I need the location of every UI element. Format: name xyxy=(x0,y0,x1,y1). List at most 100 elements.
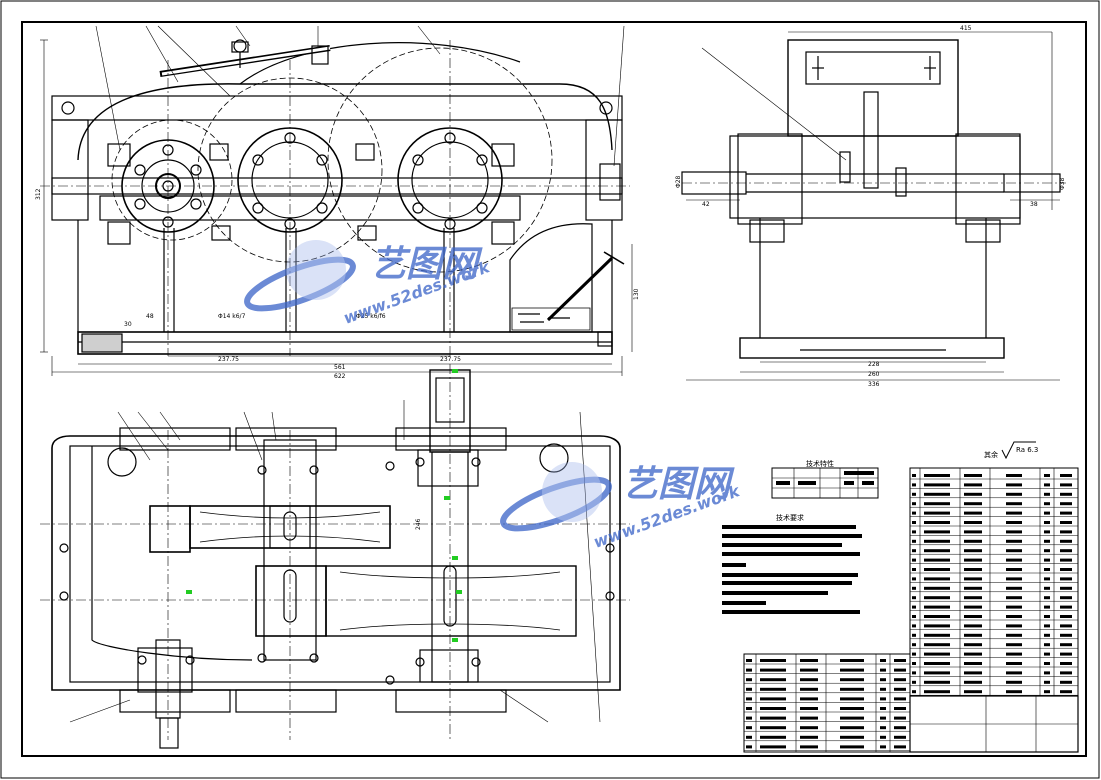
dim-center-distance-right: 237.75 xyxy=(440,356,461,363)
parts-row-bar xyxy=(800,659,818,662)
parts-row-bar xyxy=(1044,474,1050,477)
parts-row-bar xyxy=(894,745,906,749)
parts-row-bar xyxy=(924,652,950,656)
parts-row-bar xyxy=(1060,615,1072,618)
parts-row-bar xyxy=(746,697,752,701)
parts-row-bar xyxy=(964,652,982,656)
parts-row-bar xyxy=(800,735,818,739)
parts-row-bar xyxy=(924,530,950,534)
fit-right: Φ25 k6/f6 xyxy=(356,313,386,320)
dim-overall-length: 622 xyxy=(334,373,346,380)
characteristics-title: 技术特性 xyxy=(806,459,834,468)
parts-row-bar xyxy=(1006,624,1022,628)
parts-row-bar xyxy=(1060,624,1072,628)
parts-row-bar xyxy=(1044,596,1050,600)
parts-row-bar xyxy=(880,697,886,701)
parts-row-bar xyxy=(894,697,906,701)
parts-row-bar xyxy=(912,633,916,637)
technical-requirements: 技术要求 xyxy=(722,513,862,614)
parts-row-bar xyxy=(924,492,950,496)
parts-row-bar xyxy=(912,549,916,553)
parts-row-bar xyxy=(964,568,982,571)
parts-row-bar xyxy=(1006,680,1022,684)
parts-row-bar xyxy=(800,678,818,682)
parts-row-bar xyxy=(924,568,950,571)
parts-row-bar xyxy=(1060,605,1072,609)
parts-row-bar xyxy=(1060,586,1072,590)
watermark-brand-2: 艺图网 xyxy=(622,464,735,505)
top-section-view xyxy=(40,364,630,749)
parts-row-bar xyxy=(760,707,786,710)
parts-row-bar xyxy=(912,558,916,562)
parts-row-bar xyxy=(1006,652,1022,656)
parts-row-bar xyxy=(894,726,906,730)
parts-row-bar xyxy=(746,678,752,682)
parts-row-bar xyxy=(964,492,982,496)
watermark-2: 艺图网 www.52des.work xyxy=(500,462,743,552)
parts-row-bar xyxy=(1044,502,1050,506)
dim-right-extension: 38 xyxy=(1030,201,1038,208)
parts-row-bar xyxy=(894,687,906,691)
parts-row-bar xyxy=(1044,652,1050,656)
roughness-prefix: 其余 xyxy=(984,450,998,459)
parts-row-bar xyxy=(924,483,950,487)
dim-base-width-1: 228 xyxy=(868,361,880,368)
parts-row-bar xyxy=(964,690,982,694)
parts-row-bar xyxy=(964,643,982,647)
parts-row-bar xyxy=(1006,615,1022,618)
watermark-brand-1: 艺图网 xyxy=(370,244,483,285)
top-view-highlights xyxy=(186,369,462,642)
characteristics-table: 技术特性 xyxy=(771,459,879,499)
parts-row-bar xyxy=(924,502,950,506)
parts-row-bar xyxy=(924,690,950,694)
parts-row-bar xyxy=(924,596,950,600)
parts-row-bar xyxy=(964,624,982,628)
parts-row-bar xyxy=(1006,671,1022,675)
parts-row-bar xyxy=(1044,483,1050,487)
parts-row-bar xyxy=(1006,690,1022,694)
parts-row-bar xyxy=(924,539,950,543)
parts-row-bar xyxy=(1044,605,1050,609)
parts-row-bar xyxy=(964,530,982,534)
parts-row-bar xyxy=(964,596,982,600)
dim-right: 130 xyxy=(633,288,640,300)
dim-overall-width: 336 xyxy=(868,381,880,388)
parts-row-bar xyxy=(912,624,916,628)
parts-row-bar xyxy=(912,671,916,675)
parts-row-bar xyxy=(924,521,950,524)
parts-row-bar xyxy=(1044,558,1050,562)
parts-row-bar xyxy=(760,678,786,682)
parts-row-bar xyxy=(1060,483,1072,487)
parts-row-bar xyxy=(1006,605,1022,609)
parts-row-bar xyxy=(924,605,950,609)
parts-row-bar xyxy=(964,474,982,477)
parts-row-bar xyxy=(840,668,864,672)
parts-row-bar xyxy=(800,687,818,691)
parts-row-bar xyxy=(1044,549,1050,553)
parts-row-bar xyxy=(1060,643,1072,647)
parts-row-bar xyxy=(1060,671,1072,675)
parts-row-bar xyxy=(760,668,786,672)
parts-row-bar xyxy=(912,615,916,618)
parts-row-bar xyxy=(800,726,818,730)
side-view xyxy=(681,31,1066,381)
parts-row-bar xyxy=(1044,633,1050,637)
parts-row-bar xyxy=(800,745,818,749)
parts-row-bar xyxy=(800,697,818,701)
parts-row-bar xyxy=(1060,549,1072,553)
parts-row-bar xyxy=(1006,539,1022,543)
parts-row-bar xyxy=(746,659,752,662)
parts-row-bar xyxy=(1006,549,1022,553)
parts-row-bar xyxy=(1006,502,1022,506)
parts-row-bar xyxy=(912,502,916,506)
parts-row-bar xyxy=(1006,633,1022,637)
parts-row-bar xyxy=(1060,633,1072,637)
dim-left-extension: 42 xyxy=(702,201,710,208)
parts-row-bar xyxy=(840,659,864,662)
roughness-value: Ra 6.3 xyxy=(1016,446,1038,454)
parts-row-bar xyxy=(912,483,916,487)
parts-row-bar xyxy=(1006,492,1022,496)
parts-row-bar xyxy=(1060,690,1072,694)
parts-row-bar xyxy=(1006,596,1022,600)
parts-row-bar xyxy=(840,687,864,691)
